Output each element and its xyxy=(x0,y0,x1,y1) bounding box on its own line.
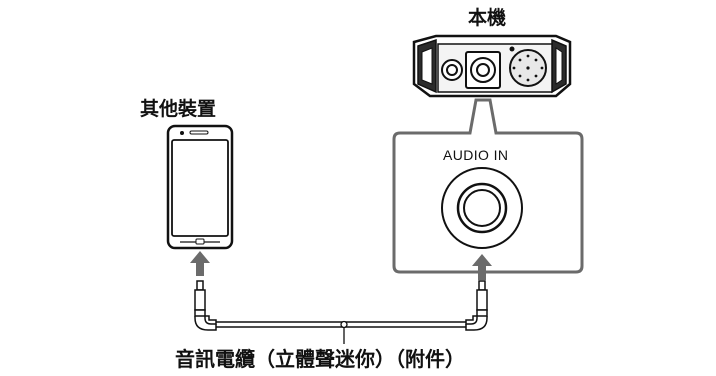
cable-label: 音訊電纜（立體聲迷你）（附件） xyxy=(175,347,465,371)
arrow-up-icon xyxy=(190,251,210,276)
audio-in-label: AUDIO IN xyxy=(443,147,509,163)
arrow-up-icon xyxy=(472,254,492,280)
mini-plug-icon xyxy=(465,280,488,331)
phone-icon xyxy=(166,124,234,250)
audio-cable xyxy=(194,280,488,344)
audio-jack-icon xyxy=(441,167,523,249)
main-unit-label: 本機 xyxy=(468,7,507,29)
mini-plug-icon xyxy=(194,280,217,331)
speaker-unit-icon xyxy=(412,34,572,98)
other-device-label: 其他裝置 xyxy=(140,98,217,120)
